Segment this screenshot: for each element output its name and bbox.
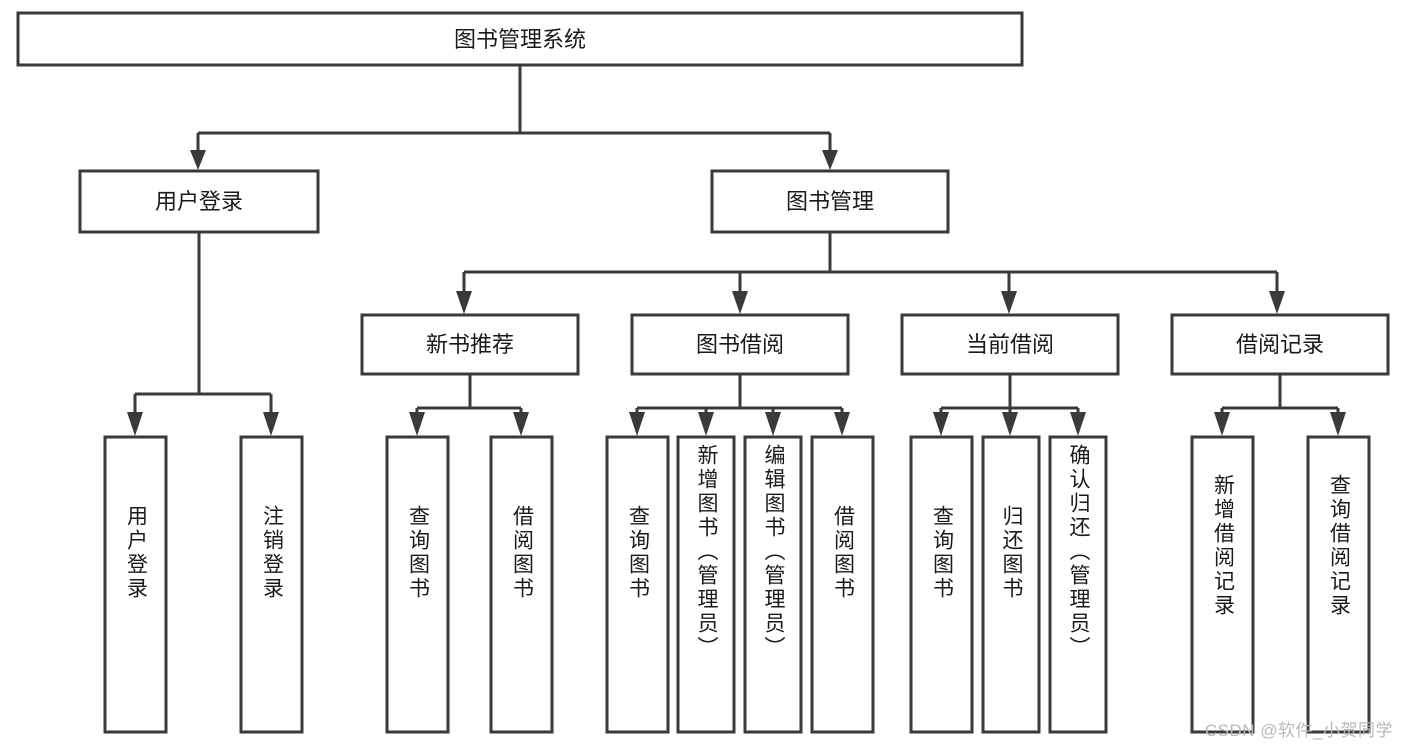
arrow-head-cb-leaf-2 [1070, 412, 1086, 436]
node-new-book-recommend[interactable]: 新书推荐 [360, 313, 580, 376]
arrow-head-bb-leaf-3 [834, 412, 850, 436]
leaf-box-book-borrow-0[interactable] [605, 435, 670, 734]
leaf-box-current-borrow-0[interactable] [909, 435, 974, 734]
leaf-box-book-borrow-3[interactable] [810, 435, 875, 734]
arrow-head-bb-leaf-2 [765, 412, 781, 436]
leaf-box-user-login-1[interactable] [239, 435, 304, 734]
node-book-manage-box[interactable] [710, 169, 950, 234]
arrow-head-user-login [190, 150, 206, 170]
arrow-head-nb-leaf-1 [513, 412, 529, 436]
node-borrow-record-label: 借阅记录 [1236, 332, 1324, 357]
node-root-label: 图书管理系统 [454, 27, 586, 52]
arrow-head-cb-leaf-0 [933, 412, 949, 436]
node-new-book-recommend-box[interactable] [360, 313, 580, 376]
node-current-borrow-box[interactable] [900, 313, 1120, 376]
leaf-box-borrow-record-1[interactable] [1306, 435, 1371, 734]
node-borrow-record[interactable]: 借阅记录 [1170, 313, 1390, 376]
arrow-head-ul-leaf-1 [263, 412, 279, 436]
arrow-head-nb-leaf-0 [409, 412, 425, 436]
node-root-box[interactable] [16, 11, 1024, 67]
node-book-manage[interactable]: 图书管理 [710, 169, 950, 234]
arrow-head-br-leaf-1 [1330, 412, 1346, 436]
arrow-head-bb-leaf-1 [698, 412, 714, 436]
node-book-borrow-box[interactable] [630, 313, 850, 376]
node-borrow-record-box[interactable] [1170, 313, 1390, 376]
leaf-box-book-borrow-2[interactable] [743, 435, 803, 734]
arrow-head-ul-leaf-0 [127, 412, 143, 436]
leaf-box-borrow-record-0[interactable] [1190, 435, 1255, 734]
arrow-head-current-borrow [1001, 291, 1017, 314]
arrow-head-book-borrow [732, 291, 748, 314]
arrow-head-bb-leaf-0 [629, 412, 645, 436]
node-current-borrow-label: 当前借阅 [966, 332, 1054, 357]
node-current-borrow[interactable]: 当前借阅 [900, 313, 1120, 376]
arrow-head-borrow-record [1269, 291, 1285, 314]
arrow-head-book-manage [822, 150, 838, 170]
node-book-borrow-label: 图书借阅 [696, 332, 784, 357]
node-user-login[interactable]: 用户登录 [78, 169, 320, 234]
leaf-box-new-book-1[interactable] [489, 435, 554, 734]
arrow-head-br-leaf-0 [1214, 412, 1230, 436]
leaf-box-new-book-0[interactable] [385, 435, 450, 734]
leaf-box-book-borrow-1[interactable] [676, 435, 736, 734]
arrow-head-cb-leaf-1 [1002, 412, 1018, 436]
csdn-watermark: CSDN @软件_小贺同学 [1204, 721, 1393, 740]
node-new-book-recommend-label: 新书推荐 [426, 332, 514, 357]
node-user-login-label: 用户登录 [155, 189, 243, 214]
leaf-box-user-login-0[interactable] [103, 435, 168, 734]
leaf-box-current-borrow-2[interactable] [1048, 435, 1108, 734]
leaf-box-current-borrow-1[interactable] [981, 435, 1041, 734]
node-root[interactable]: 图书管理系统 [16, 11, 1024, 67]
node-book-manage-label: 图书管理 [786, 189, 874, 214]
node-book-borrow[interactable]: 图书借阅 [630, 313, 850, 376]
arrow-head-new-book [456, 291, 472, 314]
